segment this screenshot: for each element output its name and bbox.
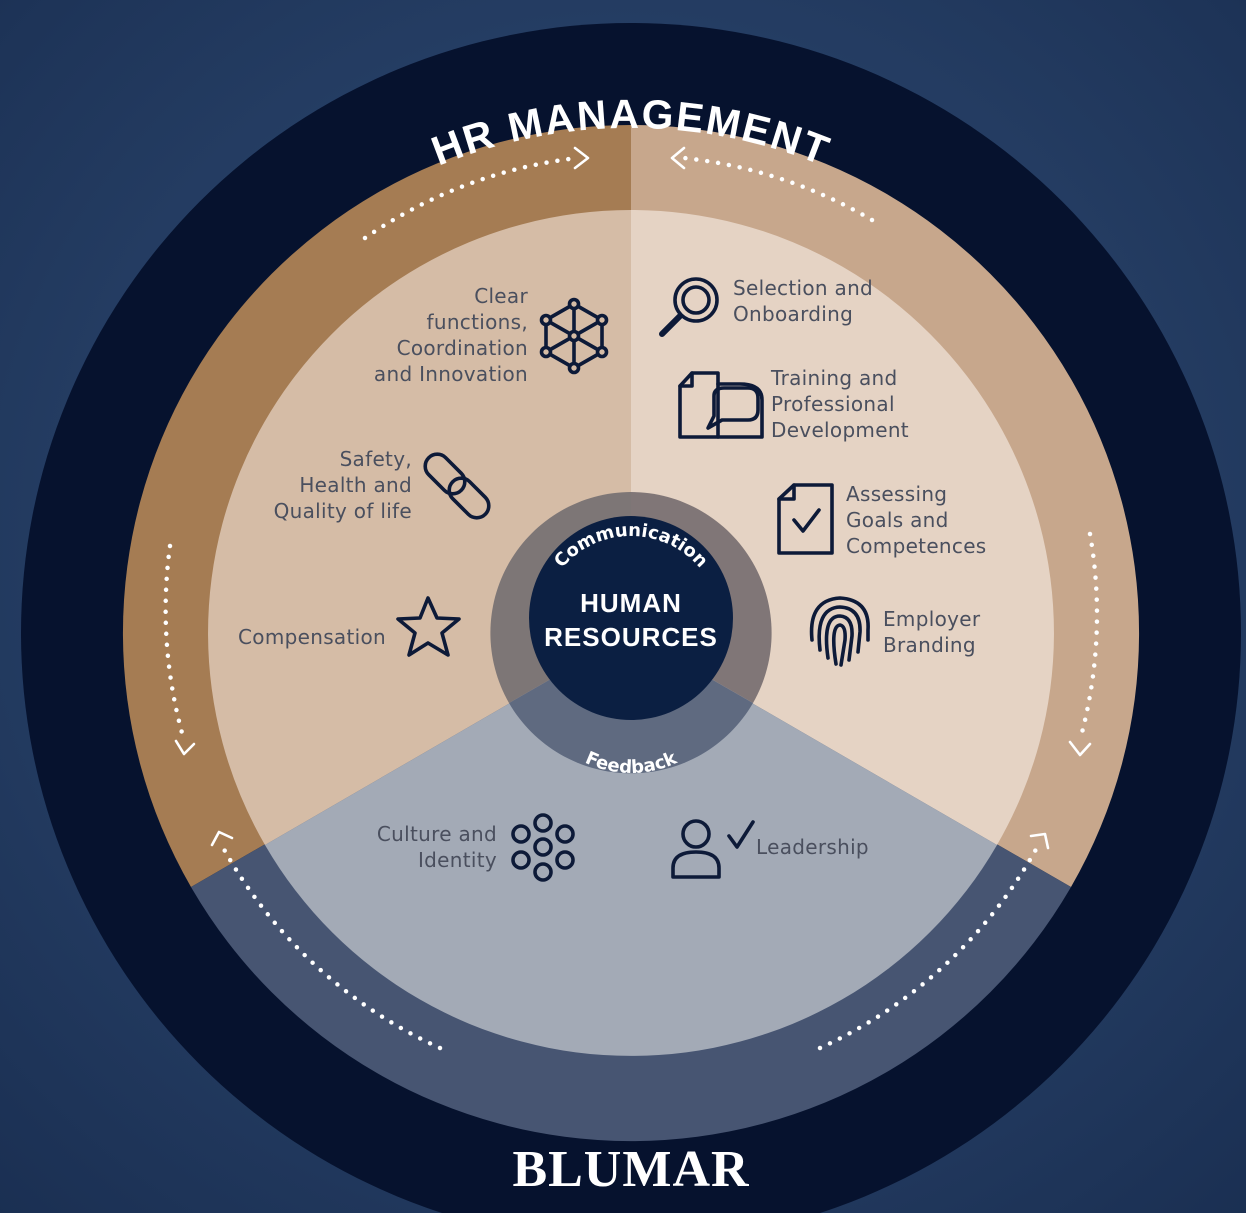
- item-compensation: Compensation: [238, 596, 461, 657]
- blumar-title: BLUMAR: [512, 1141, 750, 1198]
- item-label-line: Branding: [883, 633, 976, 657]
- center-title-line2: RESOURCES: [544, 622, 718, 652]
- arrowhead-bottom-right: [1029, 832, 1050, 850]
- item-label-line: and Innovation: [374, 362, 528, 386]
- item-label-line: Identity: [418, 848, 497, 872]
- item-label-line: Development: [771, 418, 909, 442]
- arrow-top-right: [681, 155, 875, 223]
- item-label-line: Coordination: [397, 336, 528, 360]
- item-label-line: functions,: [427, 310, 528, 334]
- item-training: Training and Professional Development: [678, 366, 909, 442]
- item-safety: Safety, Health and Quality of life: [274, 447, 491, 523]
- network-icon: [539, 297, 609, 375]
- item-label-line: Training and: [770, 366, 898, 390]
- item-label-line: Selection and: [733, 276, 873, 300]
- item-label-line: Onboarding: [733, 302, 853, 326]
- star-icon: [396, 596, 461, 657]
- item-label-line: Professional: [771, 392, 895, 416]
- item-label-line: Culture and: [377, 822, 497, 846]
- center-title-line1: HUMAN: [580, 588, 682, 618]
- center-circle: [529, 516, 733, 720]
- arrowhead-top-right: [670, 146, 686, 170]
- person-check-icon: [671, 819, 755, 879]
- magnifier-icon: [659, 277, 719, 337]
- item-label-line: Health and: [299, 473, 412, 497]
- circles-icon: [511, 813, 575, 882]
- item-selection: Selection and Onboarding: [659, 276, 873, 337]
- arrow-left: [163, 543, 187, 743]
- item-employer: Employer Branding: [809, 596, 981, 667]
- item-label-line: Leadership: [756, 835, 869, 859]
- arrow-bottom-left: [217, 839, 443, 1051]
- item-leadership: Leadership: [671, 819, 869, 879]
- item-assessing: Assessing Goals and Competences: [777, 482, 987, 558]
- item-label-line: Employer: [883, 607, 981, 631]
- bottom-sector: [265, 633, 997, 1056]
- item-label-line: Assessing: [846, 482, 947, 506]
- item-label-line: Clear: [474, 284, 528, 308]
- arrowhead-right: [1068, 740, 1092, 757]
- item-label-line: Quality of life: [274, 499, 412, 523]
- item-label-line: Goals and: [846, 508, 949, 532]
- cycle-arrows: [163, 146, 1100, 1051]
- link-icon: [423, 452, 491, 520]
- arrowhead-left: [174, 739, 196, 756]
- arrow-bottom-right: [817, 839, 1043, 1051]
- item-clear-functions: Clear functions, Coordination and Innova…: [374, 284, 609, 386]
- fingerprint-icon: [809, 596, 870, 667]
- item-label-line: Safety,: [340, 447, 412, 471]
- arrow-right: [1077, 531, 1100, 743]
- arrowhead-top-left: [573, 146, 590, 170]
- checklist-icon: [777, 483, 834, 555]
- item-label-line: Competences: [846, 534, 987, 558]
- item-culture: Culture and Identity: [377, 813, 575, 882]
- arrowhead-bottom-left: [210, 830, 234, 847]
- item-label-line: Compensation: [238, 625, 386, 649]
- documents-icon: [678, 371, 764, 439]
